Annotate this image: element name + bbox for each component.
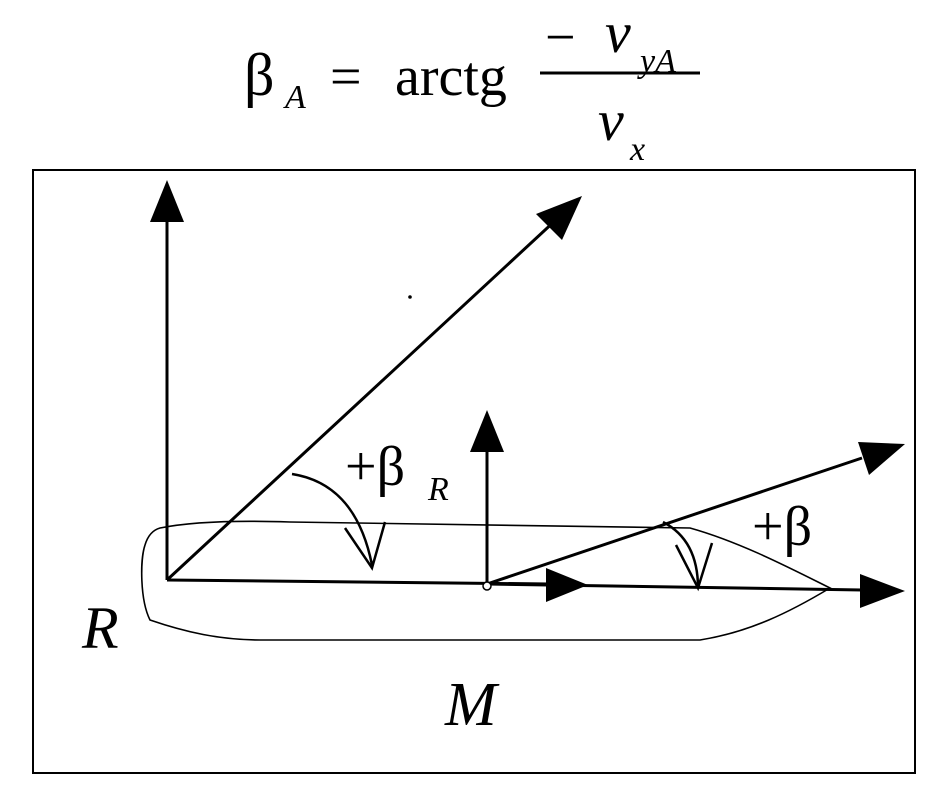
arrowhead-horizontal-M bbox=[860, 574, 905, 608]
formula-numerator-sign: − bbox=[545, 7, 575, 67]
diagram-frame bbox=[32, 169, 916, 774]
arrowhead-diagonal-R bbox=[536, 196, 582, 240]
point-M-marker bbox=[482, 581, 492, 591]
diagonal-vector-R bbox=[165, 216, 560, 582]
formula-numerator-var: v bbox=[605, 0, 631, 65]
label-beta: +β bbox=[752, 496, 812, 558]
label-beta-R-subscript: R bbox=[427, 471, 449, 508]
formula-denominator-subscript: x bbox=[629, 131, 645, 168]
formula-equals: = bbox=[330, 46, 362, 108]
arrowhead-vertical-M bbox=[470, 410, 504, 452]
label-R: R bbox=[81, 595, 119, 661]
label-beta-R: +β bbox=[345, 436, 405, 498]
profile-outline bbox=[140, 520, 832, 641]
arrowhead-inclined-M bbox=[858, 442, 905, 475]
arrowhead-vertical-R bbox=[150, 180, 184, 222]
angle-arc-beta bbox=[662, 520, 700, 589]
formula: β A = arctg − v yA v x bbox=[244, 0, 700, 168]
formula-beta-subscript: A bbox=[283, 79, 306, 116]
arrowhead-horizontal-R bbox=[546, 568, 588, 602]
label-M: M bbox=[444, 671, 500, 739]
angle-arc-beta-R-tip bbox=[343, 521, 387, 571]
formula-denominator-var: v bbox=[598, 88, 624, 153]
formula-function: arctg bbox=[395, 46, 507, 108]
formula-beta: β bbox=[244, 42, 275, 108]
horizontal-vector-M bbox=[486, 582, 863, 592]
angle-arc-beta-R bbox=[291, 472, 374, 566]
inclined-vector-M bbox=[486, 456, 863, 586]
angle-arc-beta-tip bbox=[674, 542, 714, 592]
scan-speck bbox=[408, 295, 412, 299]
